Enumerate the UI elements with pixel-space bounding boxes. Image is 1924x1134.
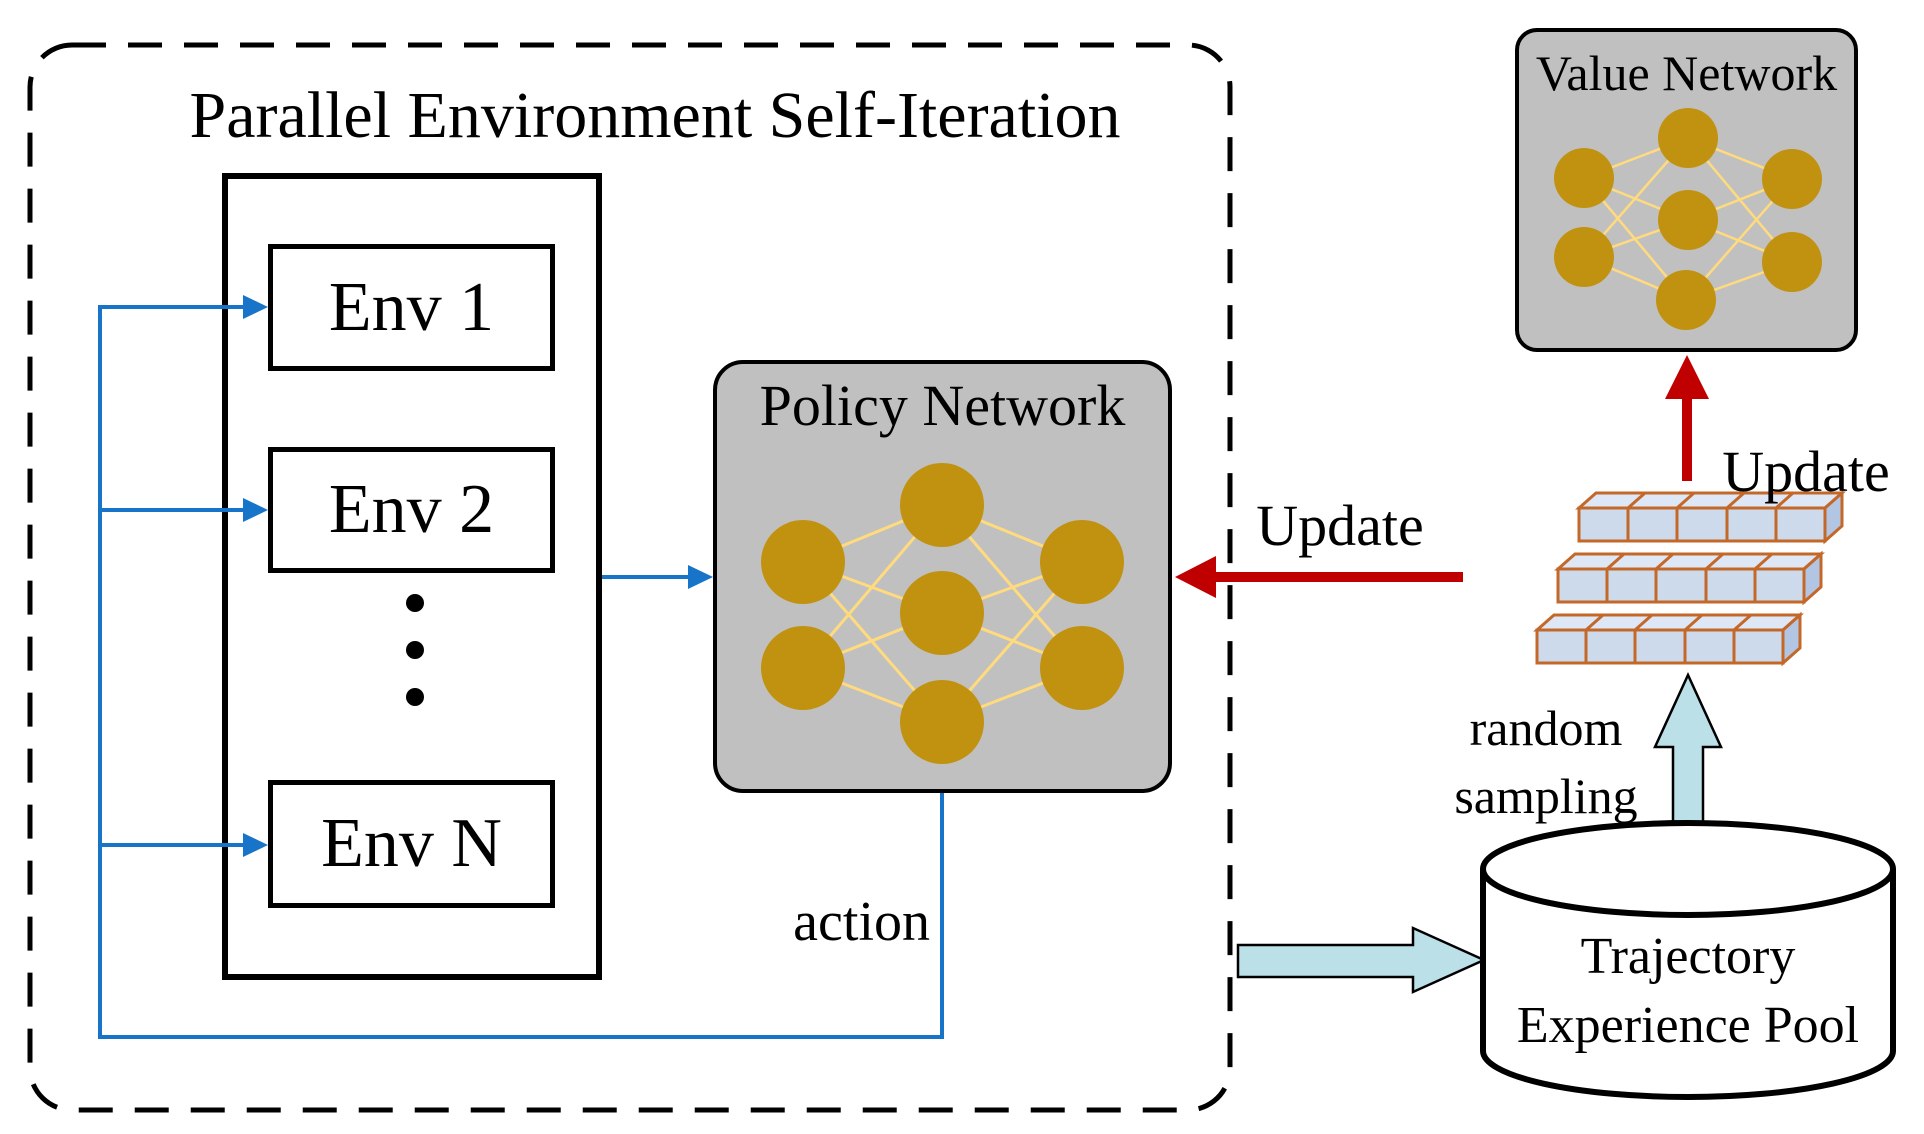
policy-network-title: Policy Network [759,373,1126,438]
env-n-box: Env N [268,780,555,908]
trajectory-pool-label: Trajectory Experience Pool [1483,922,1893,1060]
env-1-label: Env 1 [328,268,495,346]
update-value-label: Update [1722,439,1890,504]
random-sampling-label: random sampling [1420,694,1672,830]
env-n-label: Env N [321,805,502,882]
update-value-arrow [1665,355,1709,481]
env-2-label: Env 2 [328,471,495,548]
update-policy-label: Update [1256,493,1424,558]
experience-batch-stack [1535,491,1844,665]
action-label: action [793,891,930,953]
env-1-box: Env 1 [268,244,555,371]
random-sampling-line2: sampling [1454,768,1638,824]
batch-row-3 [1535,613,1802,665]
trajectory-pool-line2: Experience Pool [1516,997,1860,1054]
parallel-env-title: Parallel Environment Self-Iteration [189,79,1121,152]
random-sampling-line1: random [1469,700,1623,756]
batch-row-2 [1556,552,1823,604]
env-2-box: Env 2 [268,447,555,573]
value-network-title: Value Network [1535,45,1838,101]
trajectory-store-arrow [1236,926,1488,994]
trajectory-pool-line1: Trajectory [1580,928,1796,985]
update-policy-arrow [1175,556,1463,598]
